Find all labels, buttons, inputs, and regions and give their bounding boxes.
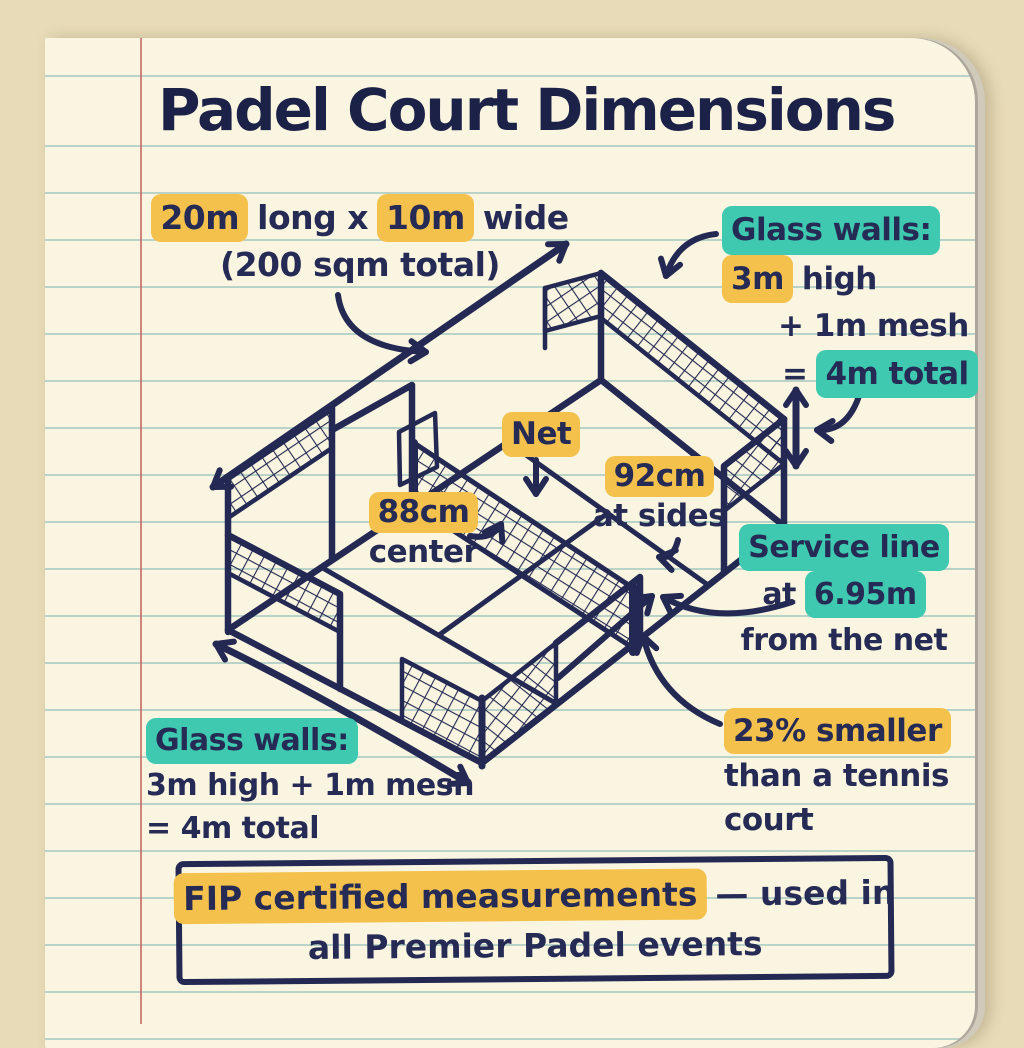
side-height-annotation: 92cm at sides xyxy=(592,456,727,536)
service-line-heading: Service line xyxy=(739,524,949,571)
center-height-caption: center xyxy=(368,533,479,570)
notebook-sketch-page: { "title": "Padel Court Dimensions", "co… xyxy=(45,38,985,1048)
center-height-pointer-arrow xyxy=(467,521,506,545)
wall-height-text: high xyxy=(801,260,877,297)
length-dimension-arrow xyxy=(209,240,570,491)
length-highlight: 20m xyxy=(151,194,249,242)
glass-walls-top-annotation: Glass walls: 3m high + 1m mesh = 4m tota… xyxy=(722,206,978,398)
glass-walls-bottom-line2: 3m high + 1m mesh xyxy=(146,767,474,803)
comparison-highlight: 23% smaller xyxy=(724,708,951,755)
glass-top-pointer-arrow xyxy=(657,231,719,279)
width-highlight: 10m xyxy=(377,194,474,242)
bottom-dimension-arrow xyxy=(212,638,472,787)
page-title: Padel Court Dimensions xyxy=(158,76,896,144)
service-line-at: at xyxy=(762,577,796,612)
service-edge-arrow xyxy=(555,593,655,681)
glass-walls-bottom-heading: Glass walls: xyxy=(146,718,358,764)
footer-line2: all Premier Padel events xyxy=(307,924,763,967)
footer-note-box: FIP certified measurements — used in all… xyxy=(173,854,896,986)
comparison-line3: court xyxy=(724,802,814,839)
size-text-2: wide xyxy=(482,198,569,237)
side-height-highlight: 92cm xyxy=(604,456,715,497)
center-height-highlight: 88cm xyxy=(368,492,479,533)
footer-rest: — used in xyxy=(715,872,896,913)
glass-walls-bottom-line3: = 4m total xyxy=(146,811,319,846)
area-text: (200 sqm total) xyxy=(220,244,500,284)
comparison-line2: than a tennis xyxy=(724,758,949,795)
service-line-distance-highlight: 6.95m xyxy=(804,571,926,618)
size-annotation: 20m long x 10m wide (200 sqm total) xyxy=(150,194,570,287)
side-height-caption: at sides xyxy=(592,497,727,534)
net-label: Net xyxy=(502,412,581,457)
mesh-text: + 1m mesh xyxy=(778,308,969,344)
comparison-annotation: 23% smaller than a tennis court xyxy=(724,708,951,842)
comparison-pointer-arrow xyxy=(633,633,723,727)
glass-walls-top-heading: Glass walls: xyxy=(722,206,941,255)
wall-height-highlight: 3m xyxy=(722,254,793,303)
service-line-caption: from the net xyxy=(740,623,948,658)
side-height-pointer-arrow xyxy=(656,537,681,573)
size-text-1: long x xyxy=(257,198,369,237)
size-pointer-arrow xyxy=(335,292,429,365)
net-annotation: Net xyxy=(502,412,581,457)
wall-total-highlight: 4m total xyxy=(816,349,978,398)
center-height-annotation: 88cm center xyxy=(366,492,481,572)
service-line-annotation: Service line at 6.95m from the net xyxy=(724,524,964,663)
footer-highlight: FIP certified measurements xyxy=(173,868,707,925)
service-line-pointer-arrow xyxy=(660,592,795,617)
wall-total-pointer-arrow xyxy=(814,390,863,444)
red-margin-line xyxy=(140,38,142,1024)
glass-walls-bottom-annotation: Glass walls: 3m high + 1m mesh = 4m tota… xyxy=(146,718,474,851)
equals-text: = xyxy=(782,355,808,392)
